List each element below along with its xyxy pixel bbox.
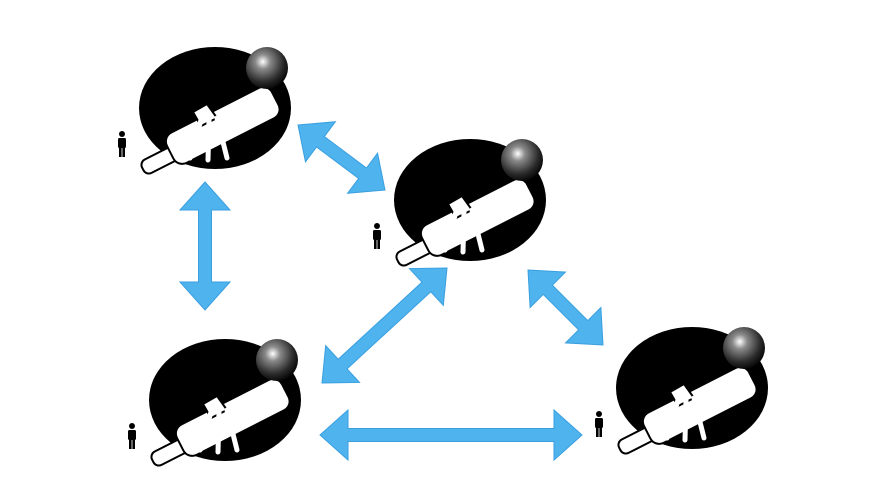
bidirectional-arrow-telescope-1-telescope-2 bbox=[297, 121, 386, 194]
person-icon bbox=[128, 423, 136, 449]
person-icon bbox=[373, 223, 381, 249]
telescope-2-node bbox=[373, 139, 546, 274]
bidirectional-arrow-telescope-1-telescope-3 bbox=[178, 181, 232, 311]
telescope-1-node bbox=[118, 47, 291, 182]
telescope-3-node bbox=[128, 339, 301, 474]
telescope-icon bbox=[144, 339, 301, 474]
bidirectional-arrow-telescope-2-telescope-4 bbox=[527, 269, 604, 346]
person-icon bbox=[118, 131, 126, 157]
telescope-icon bbox=[389, 139, 546, 274]
bidirectional-arrow-telescope-3-telescope-4 bbox=[319, 408, 583, 462]
telescope-4-node bbox=[595, 327, 768, 462]
telescope-icon bbox=[134, 47, 291, 182]
person-icon bbox=[595, 411, 603, 437]
bidirectional-arrow-telescope-2-telescope-3 bbox=[321, 267, 448, 384]
telescope-icon bbox=[611, 327, 768, 462]
